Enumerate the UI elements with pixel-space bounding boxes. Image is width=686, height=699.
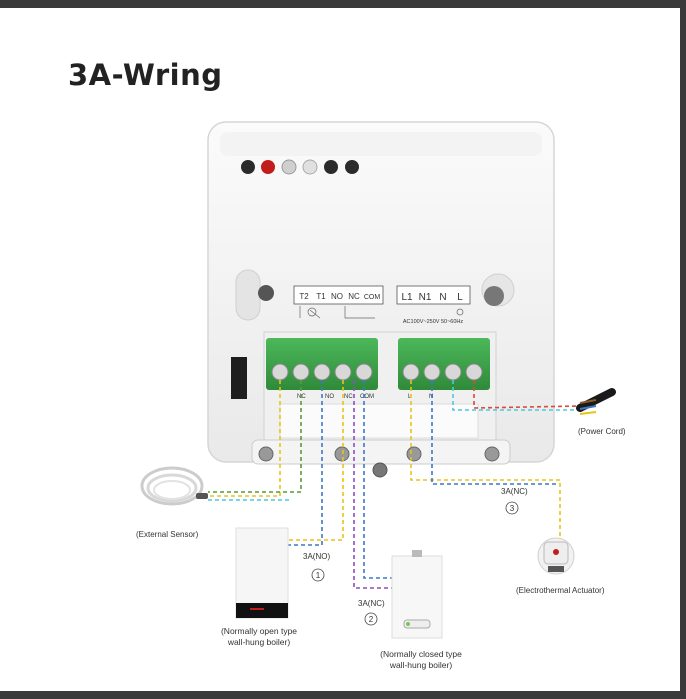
side-switch bbox=[231, 357, 247, 399]
led-hole-6 bbox=[345, 160, 359, 174]
base-screw-2 bbox=[334, 446, 350, 462]
terminal-label-t1: T1 bbox=[316, 292, 326, 301]
led-hole-1 bbox=[241, 160, 255, 174]
terminal-label-l1: L1 bbox=[401, 292, 413, 303]
base-screw-3 bbox=[406, 446, 422, 462]
terminal-label-n: N bbox=[439, 292, 446, 303]
page-title: 3A-Wring bbox=[68, 58, 223, 92]
wire-boiler-closed-blue bbox=[363, 380, 392, 579]
boiler-closed-icon bbox=[391, 550, 443, 639]
top-frame-bar bbox=[0, 0, 686, 8]
terminal-screws-right bbox=[402, 363, 483, 381]
thermostat-housing bbox=[207, 121, 555, 478]
bottom-frame-bar bbox=[0, 691, 686, 699]
circuit-1-number: 1 bbox=[316, 571, 321, 580]
wire-tag-nc-2: NC bbox=[344, 394, 353, 400]
screw-left-icon bbox=[258, 285, 274, 301]
terminal-label-n1: N1 bbox=[419, 292, 432, 303]
wire-tag-n: N bbox=[429, 394, 433, 400]
circuit-3-tag: 3A(NC) bbox=[501, 487, 528, 496]
mount-slot-left bbox=[235, 269, 261, 321]
led-gray bbox=[281, 159, 297, 175]
wire-boiler-closed-purple bbox=[353, 380, 392, 589]
led-red bbox=[261, 160, 275, 174]
circuit-3-number: 3 bbox=[510, 504, 515, 513]
label-power-cord: (Power Cord) bbox=[578, 427, 626, 436]
wire-tag-com: COM bbox=[360, 394, 374, 400]
circuit-2-badge bbox=[364, 612, 378, 626]
label-boiler-closed-2: wall-hung boiler) bbox=[389, 660, 453, 670]
circuit-1-badge bbox=[311, 568, 325, 582]
external-sensor-icon bbox=[140, 466, 208, 506]
wire-boiler-open-blue bbox=[288, 380, 323, 546]
label-boiler-closed-1: (Normally closed type bbox=[380, 649, 462, 659]
dashed-wires bbox=[208, 380, 581, 589]
wire-tag-no: NO bbox=[325, 394, 334, 400]
circuit-3-badge bbox=[505, 501, 519, 515]
wire-sensor-yellow bbox=[208, 380, 281, 497]
led-hole-5 bbox=[324, 160, 338, 174]
terminal-label-t2: T2 bbox=[299, 292, 309, 301]
base-screw-1 bbox=[258, 446, 274, 462]
terminal-label-no: NO bbox=[331, 292, 343, 301]
circuit-1-tag: 3A(NO) bbox=[303, 552, 330, 561]
wire-sensor-green bbox=[208, 380, 302, 493]
boiler-open-icon bbox=[235, 527, 289, 619]
label-actuator: (Electrothermal Actuator) bbox=[516, 586, 605, 595]
power-cord-icon bbox=[576, 388, 616, 415]
base-screw-5 bbox=[372, 462, 388, 478]
base-screw-4 bbox=[484, 446, 500, 462]
wire-power-cyan bbox=[452, 380, 580, 411]
terminal-label-com: COM bbox=[364, 294, 381, 301]
led-white bbox=[302, 159, 318, 175]
wire-tag-l: L bbox=[408, 394, 412, 400]
circuit-2-number: 2 bbox=[369, 615, 374, 624]
wire-actuator-yellow bbox=[410, 380, 561, 538]
terminal-block-right bbox=[398, 338, 490, 390]
label-boiler-open-1: (Normally open type bbox=[221, 626, 297, 636]
label-boiler-open-2: wall-hung boiler) bbox=[227, 637, 291, 647]
right-frame-bar bbox=[680, 0, 686, 699]
terminal-label-nc: NC bbox=[348, 292, 360, 301]
terminal-label-l: L bbox=[457, 292, 463, 303]
wire-boiler-open-yellow bbox=[288, 380, 344, 541]
terminal-screws-left bbox=[271, 363, 373, 381]
actuator-icon bbox=[537, 537, 575, 575]
screw-right-icon bbox=[484, 286, 504, 306]
label-external-sensor: (External Sensor) bbox=[136, 530, 199, 539]
circuit-2-tag: 3A(NC) bbox=[358, 599, 385, 608]
voltage-label: AC100V~250V 50~60Hz bbox=[403, 319, 463, 325]
wire-power-red bbox=[473, 380, 581, 409]
